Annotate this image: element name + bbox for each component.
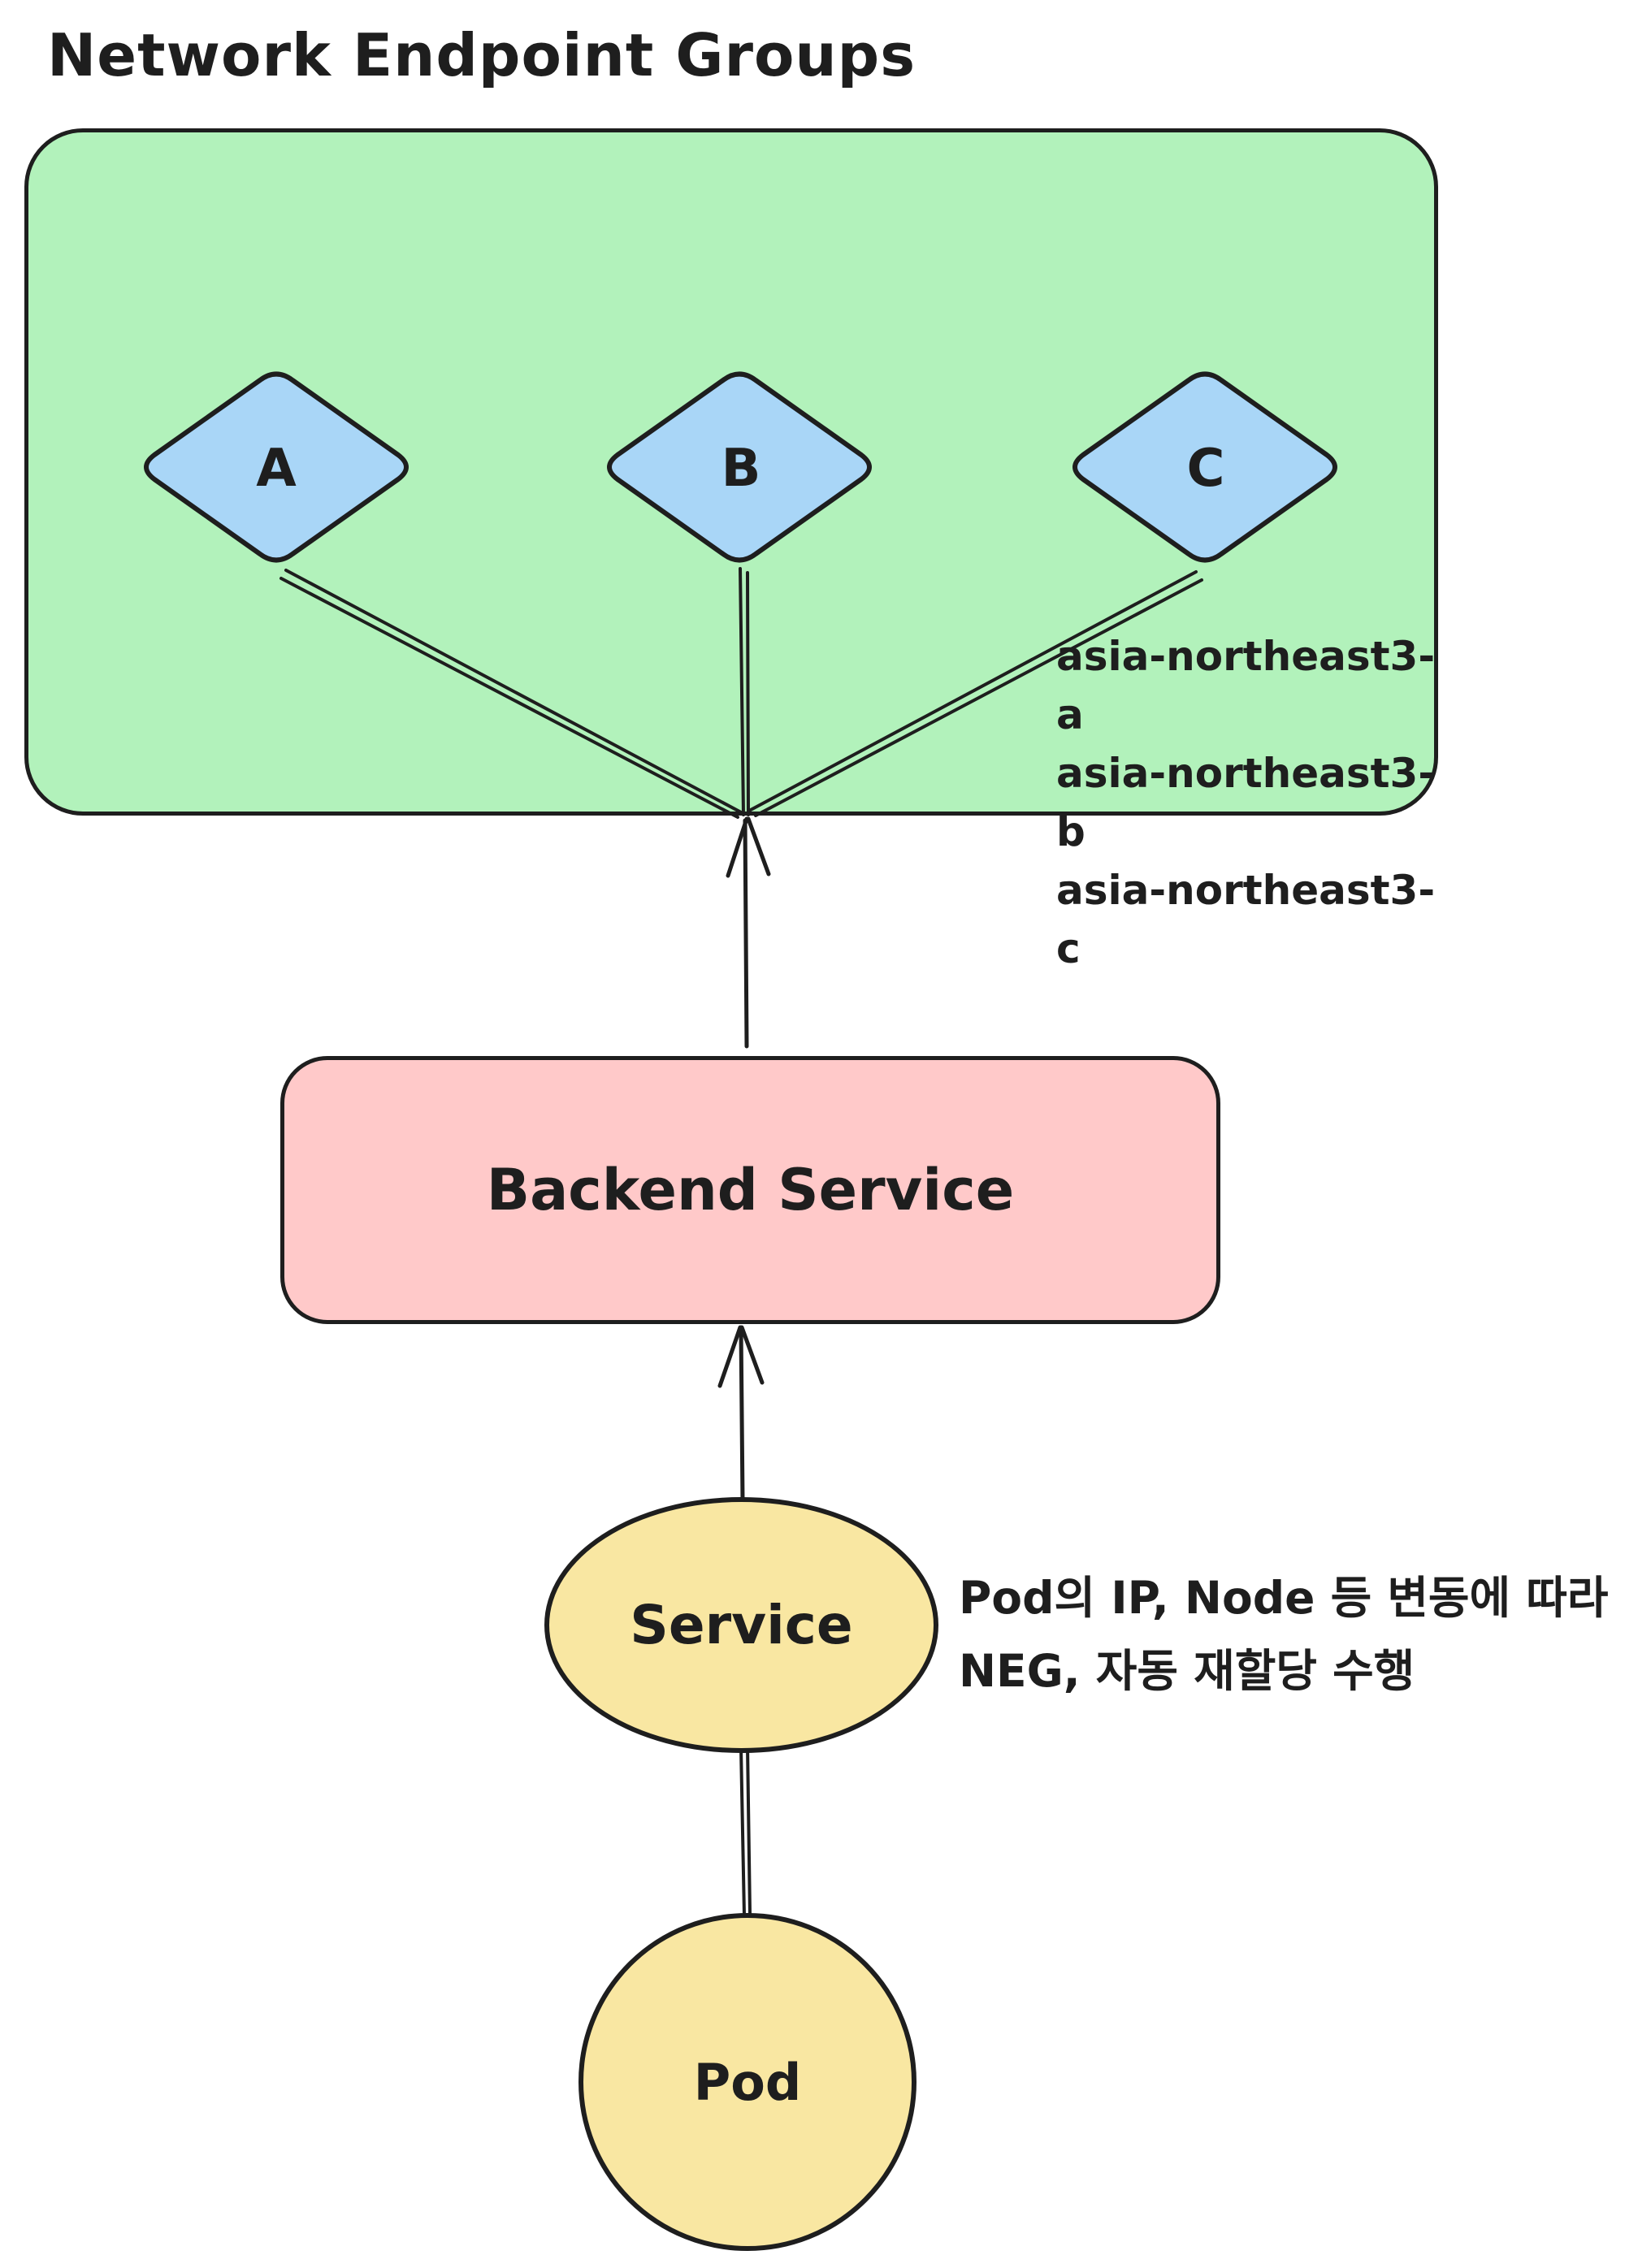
pod-circle: Pod bbox=[578, 1913, 916, 2251]
service-to-backend-arrow bbox=[717, 1325, 765, 1504]
neg-diamond-b-label: B bbox=[721, 439, 761, 499]
diagram-title: Network Endpoint Groups bbox=[47, 21, 916, 89]
service-annotation: Pod의 IP, Node 등 변동에 따라 NEG, 자동 재할당 수행 bbox=[959, 1561, 1617, 1707]
backend-to-neg-arrow bbox=[726, 816, 771, 1049]
service-annotation-line2: NEG, 자동 재할당 수행 bbox=[959, 1645, 1415, 1697]
backend-service-label: Backend Service bbox=[486, 1157, 1015, 1223]
neg-diamond-a-label: A bbox=[256, 439, 297, 499]
service-annotation-line1: Pod의 IP, Node 등 변동에 따라 bbox=[959, 1572, 1609, 1624]
pod-to-service-line bbox=[739, 1745, 752, 1917]
pod-label: Pod bbox=[693, 2052, 802, 2112]
zone-item: asia-northeast3-b bbox=[1056, 750, 1436, 855]
zone-item: asia-northeast3-c bbox=[1056, 867, 1436, 972]
zone-list: asia-northeast3-a asia-northeast3-b asia… bbox=[1056, 627, 1438, 978]
service-label: Service bbox=[630, 1594, 853, 1656]
backend-service-box: Backend Service bbox=[280, 1056, 1220, 1324]
zone-item: asia-northeast3-a bbox=[1056, 633, 1436, 738]
service-ellipse: Service bbox=[544, 1497, 938, 1753]
neg-diamond-c-label: C bbox=[1186, 439, 1225, 499]
